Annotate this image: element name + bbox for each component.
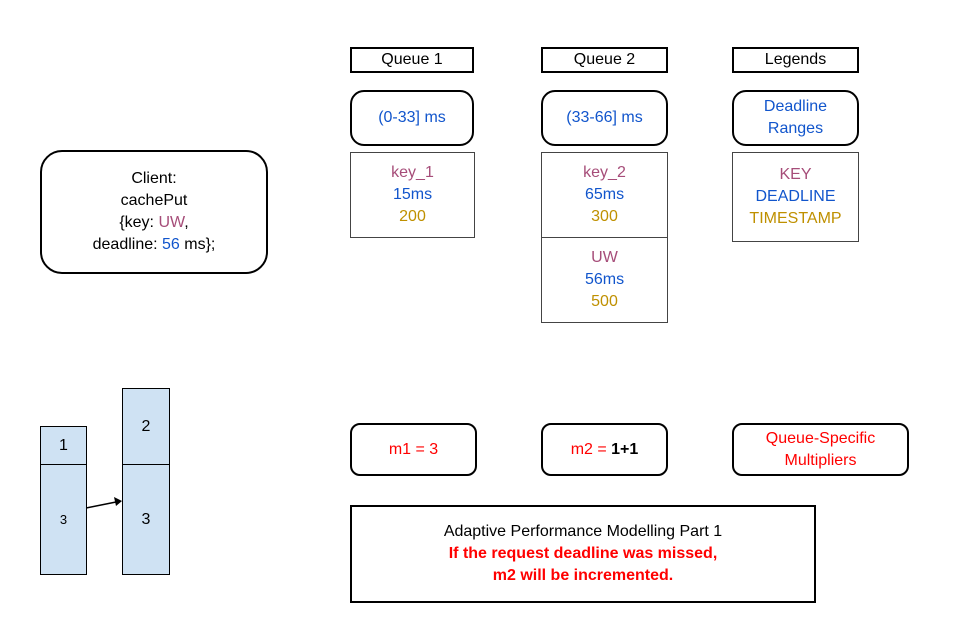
summary-title: Adaptive Performance Modelling Part 1 [443, 523, 723, 540]
queue-1-range: (0-33] ms [350, 90, 474, 146]
queue-1-entry-1: key_1 15ms 200 [350, 152, 475, 238]
legend-multipliers-line1: Queue-Specific [765, 429, 876, 447]
client-deadline-suffix: ms}; [179, 236, 216, 253]
client-deadline-line: deadline: 56 ms}; [93, 234, 216, 256]
legend-multipliers-line2: Multipliers [784, 451, 857, 469]
right-bar-top-label: 2 [141, 417, 151, 435]
client-key-prefix: {key: [119, 214, 159, 231]
client-deadline-prefix: deadline: [92, 236, 163, 253]
client-deadline-value: 56 [162, 236, 180, 253]
entry-deadline: 65ms [584, 186, 625, 203]
queue-2-multiplier-line: m2 = 1+1 [571, 439, 639, 461]
queue-2-multiplier-bold: 1+1 [611, 440, 639, 458]
queue-2-multiplier: m2 = 1+1 [541, 423, 668, 476]
queue-1-multiplier-label: m1 = 3 [388, 440, 439, 458]
legend-multipliers: Queue-Specific Multipliers [732, 423, 909, 476]
left-bar-top: 1 [40, 426, 87, 465]
queue-2-header: Queue 2 [541, 47, 668, 73]
entry-key: key_2 [583, 164, 626, 181]
entry-deadline: 15ms [392, 186, 433, 203]
summary-line1: If the request deadline was missed, [448, 545, 718, 562]
client-label: Client: [131, 170, 177, 187]
entry-timestamp: 500 [591, 293, 618, 310]
client-key-value: UW [158, 214, 185, 231]
queue-2-range-label: (33-66] ms [566, 109, 643, 126]
left-bar-bottom-label: 3 [59, 512, 68, 527]
queue-1-header-label: Queue 1 [381, 51, 443, 68]
arrow-icon [86, 497, 122, 509]
queue-2-entry-2: UW 56ms 500 [541, 237, 668, 323]
right-bar-top: 2 [122, 388, 170, 465]
legend-ranges-line1: Deadline [763, 98, 828, 115]
entry-key: UW [591, 249, 618, 266]
queue-1-multiplier: m1 = 3 [350, 423, 477, 476]
queue-2-range: (33-66] ms [541, 90, 668, 146]
queue-1-header: Queue 1 [350, 47, 474, 73]
client-key-line: {key: UW, [119, 212, 188, 234]
queue-2-multiplier-prefix: m2 = [570, 440, 612, 458]
legend-header: Legends [732, 47, 859, 73]
summary-line2: m2 will be incremented. [492, 567, 674, 584]
entry-timestamp: 300 [591, 208, 618, 225]
queue-2-entry-1: key_2 65ms 300 [541, 152, 668, 238]
client-key-suffix: , [184, 214, 189, 231]
entry-timestamp: 200 [399, 208, 426, 225]
left-bar-bottom: 3 [40, 464, 87, 575]
legend-key: KEY [779, 166, 812, 183]
right-bar-bottom-label: 3 [141, 510, 151, 528]
legend-entry: KEY DEADLINE TIMESTAMP [732, 152, 859, 242]
legend-ranges: Deadline Ranges [732, 90, 859, 146]
legend-header-label: Legends [764, 51, 827, 68]
summary-box: Adaptive Performance Modelling Part 1 If… [350, 505, 816, 603]
queue-2-header-label: Queue 2 [573, 51, 636, 68]
client-box: Client: cachePut {key: UW, deadline: 56 … [40, 150, 268, 274]
entry-deadline: 56ms [584, 271, 625, 288]
client-method: cachePut [120, 192, 188, 209]
right-bar-bottom: 3 [122, 464, 170, 575]
entry-key: key_1 [391, 164, 434, 181]
queue-1-range-label: (0-33] ms [378, 109, 446, 126]
legend-ranges-line2: Ranges [767, 120, 824, 137]
left-bar-top-label: 1 [59, 436, 68, 454]
legend-deadline: DEADLINE [755, 188, 836, 205]
legend-timestamp: TIMESTAMP [749, 210, 842, 227]
